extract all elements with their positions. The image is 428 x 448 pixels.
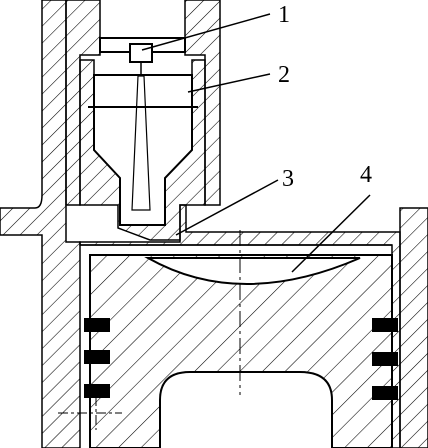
piston-bowl: [144, 257, 361, 285]
piston-ring-right-2: [372, 352, 398, 366]
callout-2: 2: [278, 62, 290, 88]
callout-4: 4: [360, 162, 372, 188]
piston-ring-left-3: [84, 384, 110, 398]
head-left-strip: [0, 0, 81, 448]
piston-ring-right-1: [372, 318, 398, 332]
callout-3: 3: [282, 166, 294, 192]
piston-ring-left-1: [84, 318, 110, 332]
piston-ring-left-2: [84, 350, 110, 364]
injector-well-left-wall: [65, 0, 101, 206]
piston-ring-right-3: [372, 386, 398, 400]
leader-2: [187, 73, 271, 93]
fuel-spray: [131, 75, 151, 211]
leader-1: [141, 13, 271, 51]
injector-nozzle-tip: [129, 43, 153, 63]
leader-4: [291, 194, 371, 273]
callout-1: 1: [278, 2, 290, 28]
head-right-block: [399, 207, 428, 448]
swirl-chamber: [93, 74, 193, 226]
leader-3: [175, 179, 279, 236]
piston-body: [89, 254, 393, 448]
head-right-band: [79, 204, 401, 448]
